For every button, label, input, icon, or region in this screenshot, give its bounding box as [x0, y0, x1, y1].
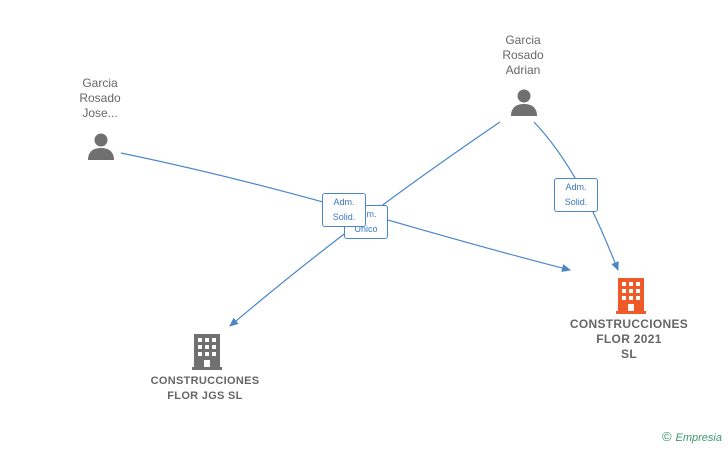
- person-icon[interactable]: [86, 131, 116, 161]
- edge-label-line: Adm.: [333, 197, 355, 207]
- company-label-flor-2021: CONSTRUCCIONES FLOR 2021 SL: [569, 317, 689, 361]
- edge-label-adm-solid-jose[interactable]: Adm. Solid.: [322, 193, 366, 227]
- company-label-flor-jgs: CONSTRUCCIONES FLOR JGS SL: [150, 375, 260, 402]
- building-icon[interactable]: [616, 278, 646, 314]
- person-label-jose: Garcia Rosado Jose...: [79, 76, 121, 120]
- edge-label-line: Solid.: [564, 197, 588, 207]
- footer-watermark: ©Empresia: [662, 429, 722, 444]
- person-icon[interactable]: [509, 87, 539, 117]
- edge-label-line: Adm.: [565, 182, 587, 192]
- building-icon[interactable]: [192, 334, 222, 370]
- person-label-adrian: Garcia Rosado Adrian: [502, 33, 544, 77]
- edge-label-adm-solid-adrian[interactable]: Adm. Solid.: [554, 178, 598, 212]
- edge-label-line: Solid.: [332, 212, 356, 222]
- copyright-symbol: ©: [661, 429, 672, 444]
- edge-label-line: Unico: [354, 224, 378, 234]
- brand-logo: Empresia: [675, 432, 722, 444]
